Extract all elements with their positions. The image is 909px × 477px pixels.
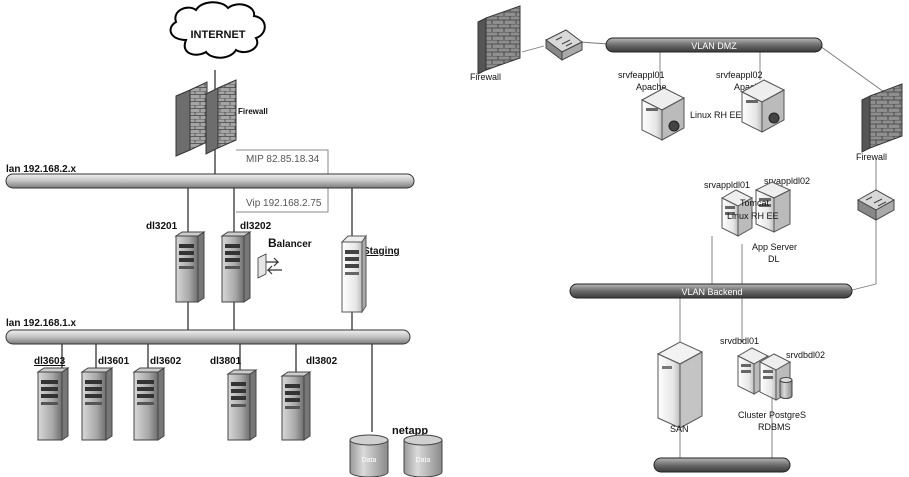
internet-label: INTERNET <box>191 29 246 41</box>
balancer-label: Balancer <box>268 236 312 250</box>
server-dl3801-icon <box>226 369 258 441</box>
firewall-label: Firewall <box>238 107 268 116</box>
vlan-backend-bus <box>569 283 853 299</box>
dl3601-label: dl3601 <box>98 356 130 367</box>
database-disk-icon <box>779 377 793 399</box>
server-srvfeappl02-icon <box>740 79 786 133</box>
right-network: Firewall VLAN DMZ srvfeappl01 srvfeappl0… <box>470 5 903 473</box>
mip-label: MIP 82.85.18.34 <box>246 154 320 165</box>
lan-bottom-bus <box>5 329 411 345</box>
server-dl3601-icon <box>80 367 114 441</box>
vlan-dmz-bus <box>605 37 823 53</box>
server-srvappldl02-icon <box>754 181 792 233</box>
app-server-label: App Server <box>752 242 797 252</box>
srvfeappl02-label: srvfeappl02 <box>716 70 763 80</box>
cluster-postgres-label: Cluster PostgreS <box>738 410 806 420</box>
server-dl3802-icon <box>280 371 312 441</box>
lan-top-label: lan 192.168.2.x <box>6 164 76 175</box>
apache1-label: Apache <box>636 82 667 92</box>
storage-bus <box>653 457 791 473</box>
firewall-icon: Firewall <box>175 79 268 157</box>
switch-dmz-icon <box>545 29 583 61</box>
server-dl3201-icon <box>174 231 206 303</box>
server-dl3602-icon <box>132 367 166 441</box>
left-links <box>61 70 373 432</box>
linux-rhee-2-label: Linux RH EE <box>727 211 779 221</box>
dl3603-label: dl3603 <box>34 356 66 367</box>
right-links <box>521 41 885 458</box>
server-staging-icon <box>340 234 367 314</box>
data-disk-1-label: Data <box>362 457 377 464</box>
vip-label: Vip 192.168.2.75 <box>246 198 322 209</box>
lan-top-bus <box>5 173 415 189</box>
san-storage-icon <box>656 341 704 429</box>
load-balancer-arrows-icon <box>257 253 282 279</box>
tomcat-label: Tomcat <box>740 198 770 208</box>
firewall-dmz-label: Firewall <box>470 72 501 82</box>
linux-rhee-1-label: Linux RH EE <box>690 110 742 120</box>
server-dl3202-icon <box>220 231 252 303</box>
netapp-storage-icon: Data Data <box>349 434 443 477</box>
firewall-backend-icon: Firewall <box>856 83 903 162</box>
rdbms-label: RDBMS <box>758 422 791 432</box>
server-srvfeappl01-icon <box>640 87 686 141</box>
firewall-backend-label: Firewall <box>856 152 887 162</box>
netapp-label: netapp <box>392 425 428 437</box>
switch-backend-icon <box>856 189 896 221</box>
lan-bottom-label: lan 192.168.1.x <box>6 318 76 329</box>
internet-cloud-icon: INTERNET <box>169 1 266 59</box>
dl3602-label: dl3602 <box>150 356 182 367</box>
app-server-dl-label: DL <box>768 254 780 264</box>
vlan-backend-label: VLAN Backend <box>681 287 742 297</box>
srvdbdl01-label: srvdbdl01 <box>720 336 759 346</box>
apache2-label: Apache <box>734 82 765 92</box>
dl3201-label: dl3201 <box>146 221 178 232</box>
left-network: INTERNET Firewall lan 192.168.2.x MIP 82… <box>5 1 443 477</box>
firewall-dmz-icon: Firewall <box>470 5 521 82</box>
vlan-dmz-label: VLAN DMZ <box>691 41 737 51</box>
dl3802-label: dl3802 <box>306 356 338 367</box>
server-dl3603-icon <box>36 367 70 441</box>
dl3801-label: dl3801 <box>210 356 242 367</box>
srvfeappl01-label: srvfeappl01 <box>618 70 665 80</box>
data-disk-2-label: Data <box>416 457 431 464</box>
srvappldl01-label: srvappldl01 <box>704 180 750 190</box>
staging-label: Staging <box>363 246 400 257</box>
srvdbdl02-label: srvdbdl02 <box>786 350 825 360</box>
srvappldl02-label: srvappldl02 <box>764 176 810 186</box>
server-srvappldl01-icon <box>720 189 754 237</box>
dl3202-label: dl3202 <box>240 221 272 232</box>
san-label: SAN <box>670 424 689 434</box>
